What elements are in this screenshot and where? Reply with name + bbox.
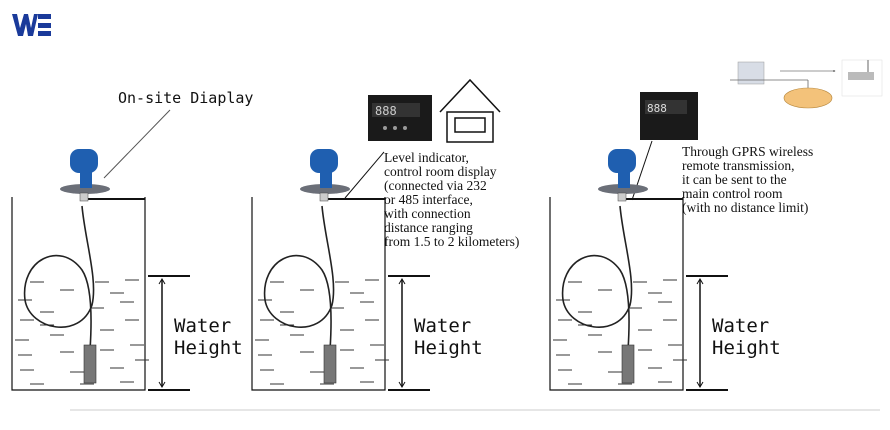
description-line: (with no distance limit)	[682, 200, 808, 215]
arrow-heads	[696, 278, 704, 388]
height-label: Height	[414, 337, 483, 359]
pressure-probe	[621, 344, 635, 384]
svg-text:888: 888	[375, 104, 397, 118]
arrow-heads	[158, 278, 166, 388]
description-line: main control room	[682, 186, 783, 201]
description-line: distance ranging	[384, 220, 473, 235]
arrow-heads	[398, 278, 406, 388]
transmitter-housing	[608, 149, 636, 173]
mounting-flange	[300, 184, 350, 194]
onsite-display-label: On-site Diaplay	[118, 89, 253, 107]
logo-e-bar-top	[38, 14, 51, 19]
description-line: it can be sent to the	[682, 172, 787, 187]
height-label: Height	[712, 337, 781, 359]
description-line: Through GPRS wireless	[682, 144, 813, 159]
callout-pointer-2	[344, 151, 385, 199]
transmitter-neck	[618, 170, 630, 188]
description-line: remote transmission,	[682, 158, 794, 173]
sensor-cable	[263, 205, 335, 351]
description-line: (connected via 232	[384, 178, 487, 193]
cable-gland	[319, 192, 329, 202]
cable-gland	[79, 192, 89, 202]
gprs-network-diagram	[730, 59, 883, 109]
callout-pointer	[103, 109, 171, 179]
sensor-cable	[23, 205, 95, 351]
tank	[11, 197, 146, 391]
logo-w-mark	[12, 14, 38, 36]
pressure-probe	[83, 344, 97, 384]
svg-text:888: 888	[647, 102, 667, 115]
description-line: from 1.5 to 2 kilometers)	[384, 234, 519, 249]
mounting-flange	[598, 184, 648, 194]
water-label: Water	[712, 315, 769, 337]
logo	[12, 14, 51, 36]
cable-gland	[617, 192, 627, 202]
water-label: Water	[174, 315, 231, 337]
gprs-display: 888	[640, 92, 698, 140]
gprs-router-icon	[848, 72, 874, 80]
description-line: with connection	[384, 206, 471, 221]
transmitter-housing	[310, 149, 338, 173]
height-label: Height	[174, 337, 243, 359]
mounting-flange	[60, 184, 110, 194]
gprs-cloud-icon	[783, 87, 833, 109]
description-line: Level indicator,	[384, 150, 469, 165]
tank	[549, 197, 684, 391]
water-label: Water	[414, 315, 471, 337]
description-line: or 485 interface,	[384, 192, 473, 207]
tank	[251, 197, 386, 391]
transmitter-neck	[80, 170, 92, 188]
level-indicator-display: 888	[368, 95, 432, 141]
transmitter-housing	[70, 149, 98, 173]
sensor-cable	[561, 205, 633, 351]
control-room-house-icon	[439, 78, 501, 143]
pressure-probe	[323, 344, 337, 384]
transmitter-neck	[320, 170, 332, 188]
level-indicator-description: Level indicator,control room display(con…	[384, 150, 519, 249]
description-line: control room display	[384, 164, 497, 179]
server-computer-icon	[737, 61, 765, 85]
logo-e-bar-bottom	[38, 31, 51, 36]
logo-e-bar-mid	[38, 23, 51, 28]
